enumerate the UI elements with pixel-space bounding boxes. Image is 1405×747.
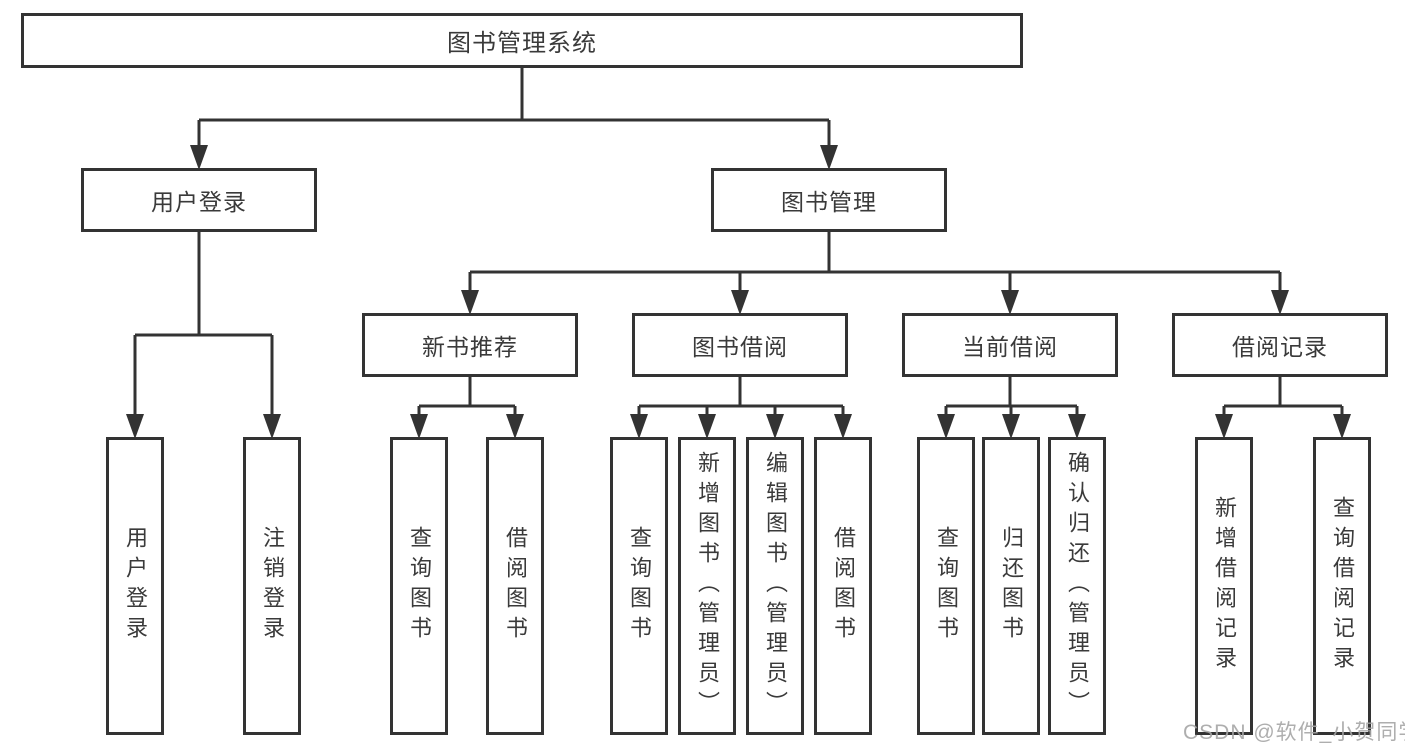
- arrowhead: [506, 414, 524, 439]
- arrowhead: [1002, 414, 1020, 439]
- arrowhead: [731, 290, 749, 315]
- connector-root-split: [190, 68, 838, 170]
- arrowhead: [834, 414, 852, 439]
- leaf-recommend-query-books-label: 查询图书: [407, 526, 432, 646]
- arrowhead: [937, 414, 955, 439]
- leaf-records-query-record: 查询借阅记录: [1313, 437, 1371, 735]
- leaf-records-query-record-label: 查询借阅记录: [1330, 496, 1355, 676]
- node-book-management: 图书管理: [711, 168, 947, 232]
- leaf-logout: 注销登录: [243, 437, 301, 735]
- arrowhead: [263, 414, 281, 439]
- leaf-user-login-label: 用户登录: [123, 526, 148, 646]
- leaf-borrow-query-books-label: 查询图书: [627, 526, 652, 646]
- leaf-borrow-borrow-books-label: 借阅图书: [831, 526, 856, 646]
- leaf-borrow-add-books-admin: 新增图书（管理员）: [678, 437, 736, 735]
- arrowhead: [410, 414, 428, 439]
- arrowhead: [1068, 414, 1086, 439]
- arrowhead: [1333, 414, 1351, 439]
- leaf-user-login: 用户登录: [106, 437, 164, 735]
- leaf-borrow-edit-books-admin-label: 编辑图书（管理员）: [763, 451, 788, 721]
- leaf-recommend-borrow-books-label: 借阅图书: [503, 526, 528, 646]
- connector-line: [1222, 377, 1344, 415]
- node-root: 图书管理系统: [21, 13, 1023, 68]
- leaf-records-add-record-label: 新增借阅记录: [1212, 496, 1237, 676]
- arrowhead: [820, 145, 838, 170]
- arrowhead: [190, 145, 208, 170]
- leaf-current-query-books: 查询图书: [917, 437, 975, 735]
- connector-current-split: [937, 377, 1086, 439]
- node-new-book-recommend-label: 新书推荐: [422, 334, 518, 360]
- leaf-current-return-books-label: 归还图书: [999, 526, 1024, 646]
- leaf-borrow-query-books: 查询图书: [610, 437, 668, 735]
- connector-line: [944, 377, 1079, 415]
- connector-management-split: [461, 232, 1289, 315]
- node-borrow-records-label: 借阅记录: [1232, 334, 1328, 360]
- leaf-logout-label: 注销登录: [260, 526, 285, 646]
- leaf-borrow-edit-books-admin: 编辑图书（管理员）: [746, 437, 804, 735]
- leaf-current-confirm-return-admin: 确认归还（管理员）: [1048, 437, 1106, 735]
- arrowhead: [461, 290, 479, 315]
- leaf-current-query-books-label: 查询图书: [934, 526, 959, 646]
- leaf-recommend-borrow-books: 借阅图书: [486, 437, 544, 735]
- connector-login-split: [126, 232, 281, 439]
- connector-line: [468, 232, 1282, 292]
- node-root-label: 图书管理系统: [447, 30, 597, 57]
- connector-records-split: [1215, 377, 1351, 439]
- node-user-login: 用户登录: [81, 168, 317, 232]
- connector-line: [417, 377, 517, 415]
- leaf-records-add-record: 新增借阅记录: [1195, 437, 1253, 735]
- arrowhead: [630, 414, 648, 439]
- connector-borrow-split: [630, 377, 852, 439]
- leaf-current-confirm-return-admin-label: 确认归还（管理员）: [1065, 451, 1090, 721]
- node-book-borrow: 图书借阅: [632, 313, 848, 377]
- arrowhead: [766, 414, 784, 439]
- leaf-borrow-borrow-books: 借阅图书: [814, 437, 872, 735]
- connector-line: [133, 232, 274, 415]
- node-book-management-label: 图书管理: [781, 189, 877, 215]
- node-book-borrow-label: 图书借阅: [692, 334, 788, 360]
- node-current-borrow-label: 当前借阅: [962, 334, 1058, 360]
- connector-line: [197, 68, 831, 147]
- node-current-borrow: 当前借阅: [902, 313, 1118, 377]
- csdn-watermark: CSDN @软件_小贺同学: [1183, 721, 1405, 744]
- leaf-recommend-query-books: 查询图书: [390, 437, 448, 735]
- node-user-login-label: 用户登录: [151, 189, 247, 215]
- arrowhead: [1215, 414, 1233, 439]
- leaf-borrow-add-books-admin-label: 新增图书（管理员）: [695, 451, 720, 721]
- arrowhead: [126, 414, 144, 439]
- arrowhead: [698, 414, 716, 439]
- connector-recommend-split: [410, 377, 524, 439]
- arrowhead: [1271, 290, 1289, 315]
- leaf-current-return-books: 归还图书: [982, 437, 1040, 735]
- node-borrow-records: 借阅记录: [1172, 313, 1388, 377]
- arrowhead: [1001, 290, 1019, 315]
- node-new-book-recommend: 新书推荐: [362, 313, 578, 377]
- connector-line: [637, 377, 845, 415]
